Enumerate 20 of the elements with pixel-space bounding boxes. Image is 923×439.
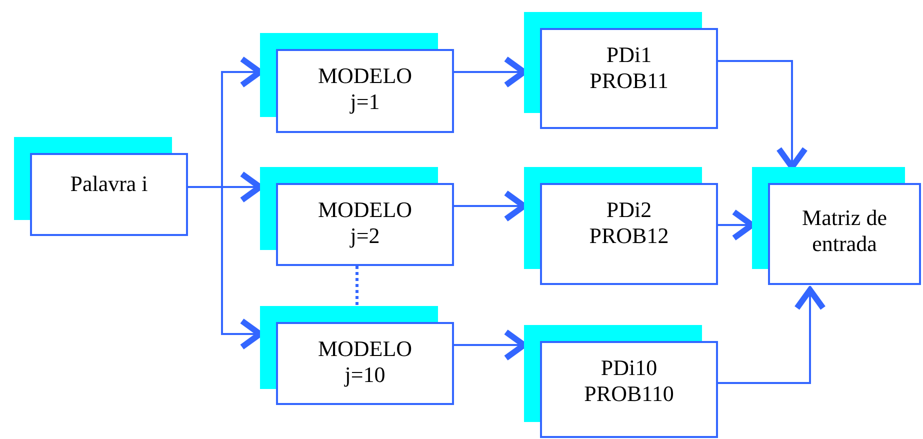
arrow (718, 209, 755, 241)
box-title: PDi2 (605, 197, 653, 223)
box-subtitle: j=1 (348, 89, 381, 115)
box-title: MODELO (316, 63, 414, 89)
box-title: MODELO (316, 197, 414, 223)
box-title: PDi10 (600, 355, 658, 381)
box-title: Palavra i (69, 171, 149, 197)
arrow (454, 56, 527, 88)
arrow (454, 190, 527, 222)
arrow (718, 60, 808, 170)
box-subtitle: PROB12 (588, 223, 670, 249)
box-title: MODELO (316, 336, 414, 362)
box-subtitle: j=2 (348, 223, 381, 249)
arrow (454, 329, 527, 361)
box-title: PDi1 (605, 42, 653, 68)
arrow (718, 287, 826, 384)
box-subtitle: PROB11 (588, 68, 670, 94)
box-subtitle: PROB110 (583, 381, 675, 407)
box-title: Matriz de entrada (801, 205, 888, 257)
box-subtitle: j=10 (343, 362, 386, 388)
